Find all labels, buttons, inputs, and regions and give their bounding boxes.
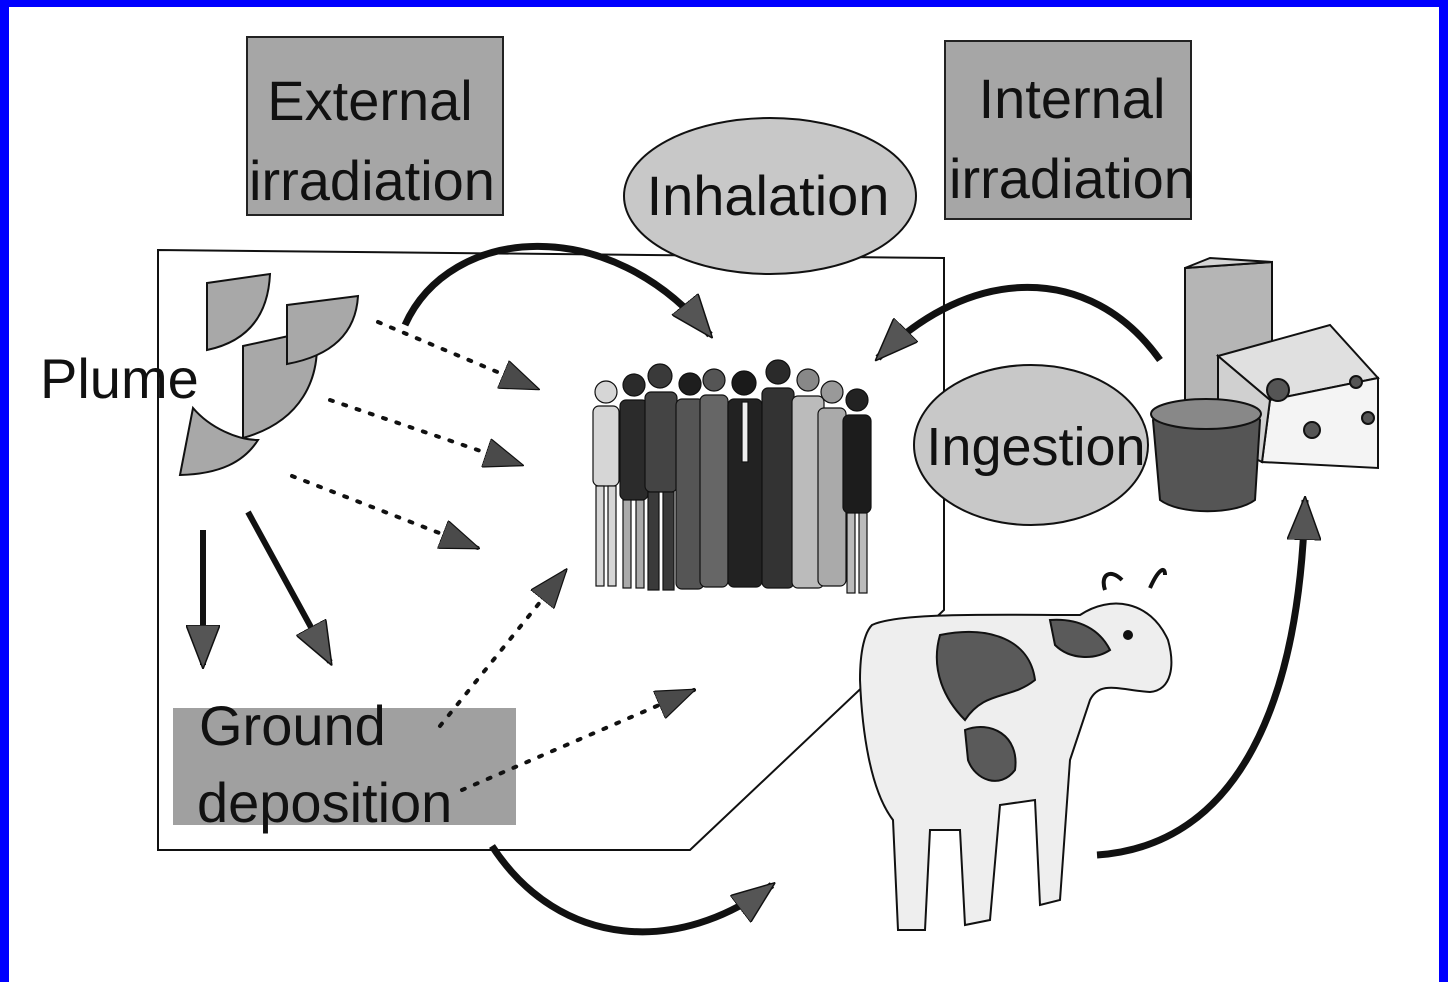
ground-deposition-box: Ground deposition	[173, 694, 516, 834]
ground-deposition-line-1: Ground	[199, 694, 386, 757]
internal-irradiation-line-2: irradiation	[949, 147, 1195, 210]
plume-deposition-arrow-2	[248, 512, 330, 662]
external-irradiation-line-1: External	[267, 69, 472, 132]
inhalation-ellipse: Inhalation	[624, 118, 916, 274]
external-irradiation-box: External irradiation	[247, 37, 503, 215]
ingestion-label: Ingestion	[926, 417, 1145, 477]
internal-irradiation-box: Internal irradiation	[945, 41, 1195, 219]
group-of-people-icon	[593, 360, 871, 593]
ingestion-ellipse: Ingestion	[914, 365, 1148, 525]
plume-icon	[180, 274, 358, 475]
cow-icon	[860, 570, 1171, 930]
external-irradiation-line-2: irradiation	[249, 149, 495, 212]
cheese-and-butter-icon	[1151, 258, 1378, 511]
plume-label: Plume	[40, 347, 199, 410]
ground-deposition-line-2: deposition	[197, 771, 452, 834]
inhalation-label: Inhalation	[647, 164, 890, 227]
internal-irradiation-line-1: Internal	[979, 67, 1166, 130]
